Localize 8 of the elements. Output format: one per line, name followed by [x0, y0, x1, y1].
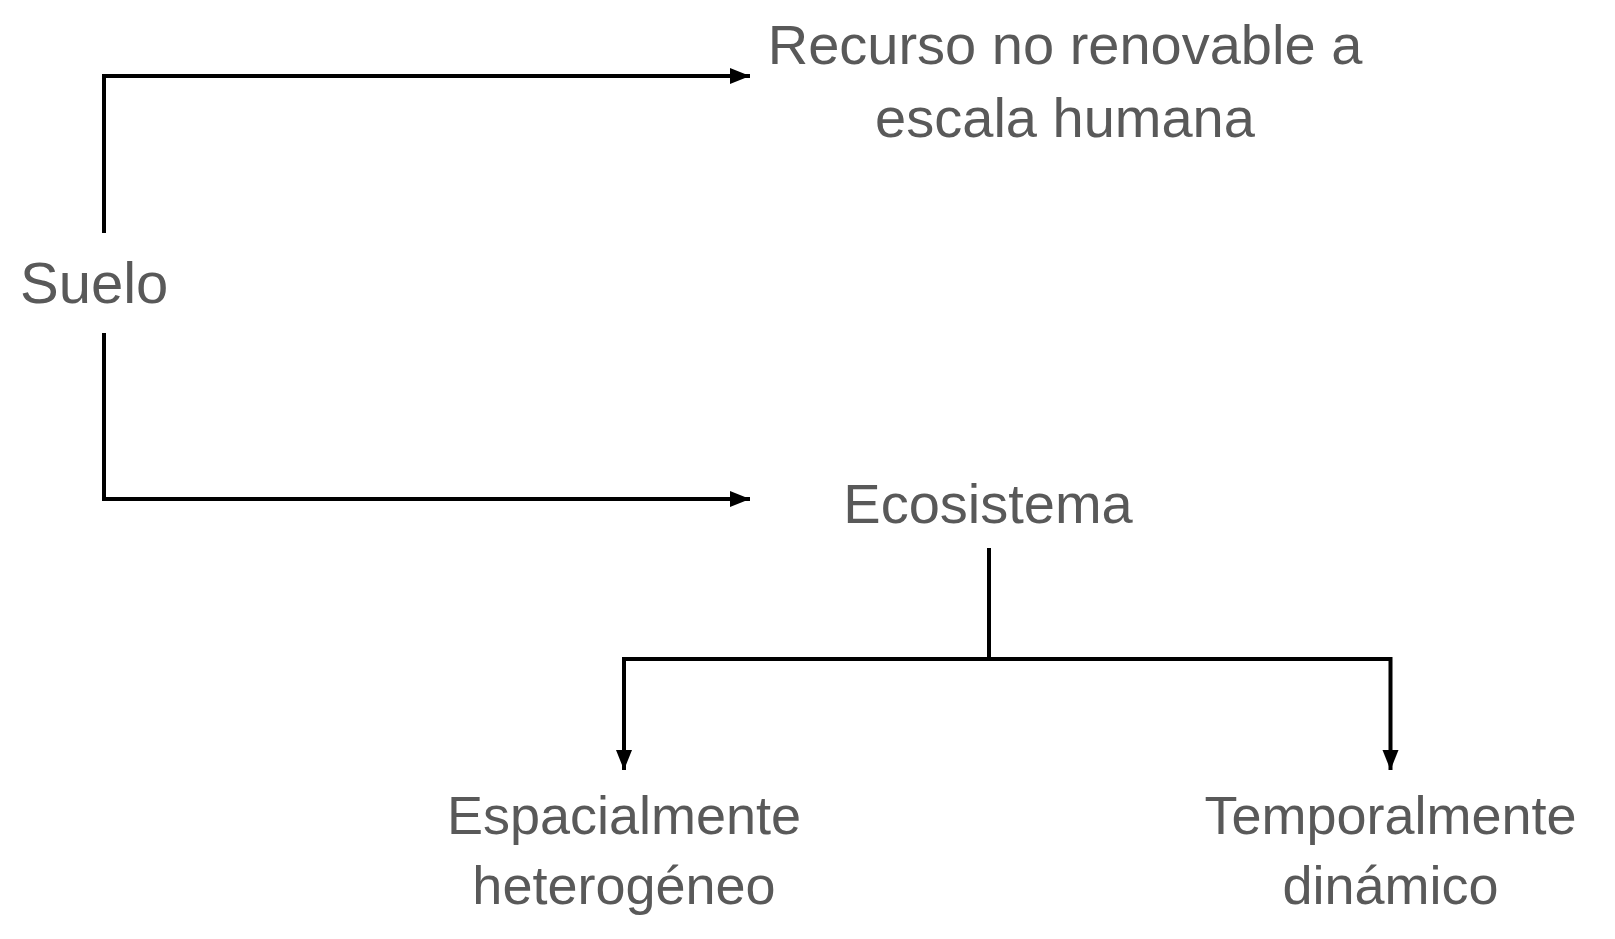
arrow — [102, 333, 750, 507]
arrow — [102, 68, 750, 233]
arrow — [987, 548, 1399, 770]
node-label: Suelo — [20, 249, 169, 318]
node-label: Espacialmente heterogéneo — [445, 783, 803, 917]
node-label: Recurso no renovable a escala humana — [766, 12, 1364, 151]
node-label: Ecosistema — [843, 470, 1133, 537]
node-label: Temporalmente dinámico — [1203, 783, 1578, 917]
